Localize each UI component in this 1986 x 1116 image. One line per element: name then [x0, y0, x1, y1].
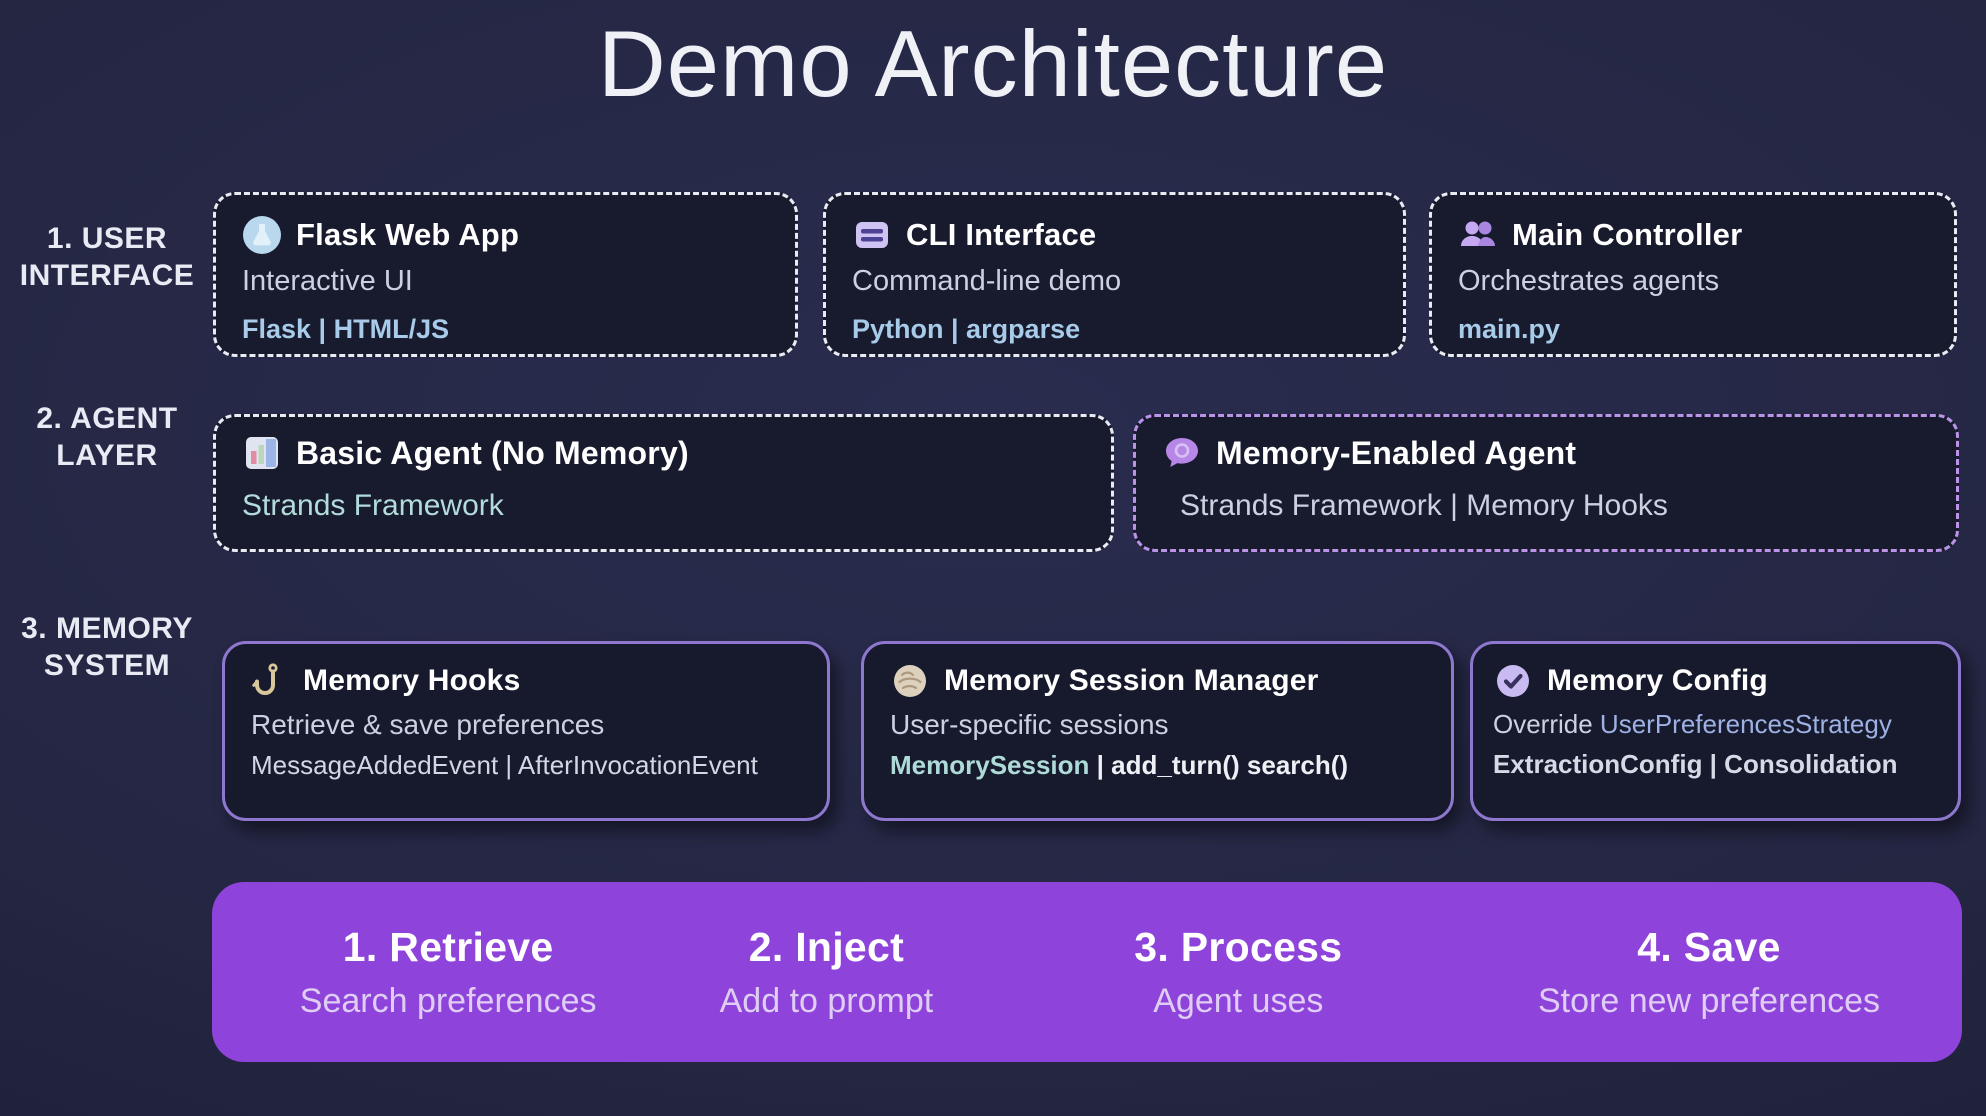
- card-flask-web-app: Flask Web App Interactive UI Flask | HTM…: [213, 192, 798, 357]
- memory-hooks-icon: [251, 661, 289, 701]
- layer-label-user-interface: 1. USER INTERFACE: [12, 220, 202, 294]
- card-memory-session-manager: Memory Session Manager User-specific ses…: [861, 641, 1454, 821]
- card-tech: main.py: [1458, 314, 1561, 344]
- flow-step-title: 1. Retrieve: [342, 923, 554, 970]
- card-basic-agent: Basic Agent (No Memory) Strands Framewor…: [213, 414, 1114, 552]
- card-main-controller: Main Controller Orchestrates agents main…: [1429, 192, 1957, 357]
- card-subtitle: Interactive UI: [242, 265, 413, 297]
- cli-interface-icon: [852, 215, 892, 255]
- card-subtitle: Command-line demo: [852, 265, 1122, 297]
- basic-agent-icon: [242, 433, 282, 473]
- flow-step-inject: 2. Inject Add to prompt: [658, 924, 994, 1021]
- flow-step-title: 2. Inject: [748, 923, 905, 970]
- flow-step-title: 3. Process: [1134, 923, 1343, 970]
- card-subtitle: Orchestrates agents: [1458, 265, 1720, 297]
- card-title: Main Controller: [1512, 217, 1743, 252]
- subtitle-prefix: Override: [1493, 709, 1600, 739]
- memory-agent-icon: [1162, 433, 1202, 473]
- flow-step-process: 3. Process Agent uses: [995, 924, 1483, 1021]
- card-title: CLI Interface: [906, 217, 1097, 252]
- card-memory-hooks: Memory Hooks Retrieve & save preferences…: [222, 641, 830, 821]
- tech-code: MemorySession: [890, 750, 1097, 780]
- card-title: Memory Session Manager: [944, 664, 1319, 697]
- card-title: Memory-Enabled Agent: [1216, 434, 1577, 471]
- flow-step-subtitle: Search preferences: [299, 981, 597, 1020]
- card-memory-config: Memory Config Override UserPreferencesSt…: [1470, 641, 1961, 821]
- flow-step-subtitle: Store new preferences: [1537, 981, 1881, 1020]
- card-tech: Flask | HTML/JS: [242, 314, 450, 344]
- card-tech: Python | argparse: [852, 314, 1081, 344]
- flow-step-save: 4. Save Store new preferences: [1482, 924, 1936, 1021]
- subtitle-code: UserPreferencesStrategy: [1599, 709, 1892, 739]
- card-tech: MessageAddedEvent | AfterInvocationEvent: [251, 750, 758, 780]
- session-manager-icon: [890, 661, 930, 701]
- layer-label-line: SYSTEM: [43, 649, 171, 682]
- layer-label-line: LAYER: [56, 439, 158, 472]
- card-tech: MemorySession | add_turn() search(): [890, 750, 1425, 781]
- card-subtitle: Strands Framework: [242, 489, 504, 522]
- flow-step-subtitle: Agent uses: [1153, 981, 1324, 1020]
- card-subtitle: Retrieve & save preferences: [251, 709, 605, 740]
- memory-flow-bar: 1. Retrieve Search preferences 2. Inject…: [212, 882, 1962, 1062]
- page-title: Demo Architecture: [597, 11, 1389, 116]
- layer-label-line: 3. MEMORY: [21, 612, 193, 645]
- flow-step-retrieve: 1. Retrieve Search preferences: [238, 924, 658, 1021]
- card-memory-enabled-agent: Memory-Enabled Agent Strands Framework |…: [1133, 414, 1959, 552]
- card-title: Flask Web App: [296, 217, 520, 252]
- card-title: Memory Hooks: [303, 664, 521, 697]
- flask-web-app-icon: [242, 215, 282, 255]
- layer-label-line: 2. AGENT: [36, 402, 178, 435]
- card-title: Basic Agent (No Memory): [296, 434, 689, 471]
- flow-step-title: 4. Save: [1637, 923, 1781, 970]
- layer-label-agent-layer: 2. AGENT LAYER: [12, 400, 202, 474]
- memory-config-icon: [1493, 661, 1533, 701]
- main-controller-icon: [1458, 215, 1498, 255]
- layer-label-memory-system: 3. MEMORY SYSTEM: [12, 610, 202, 684]
- card-cli-interface: CLI Interface Command-line demo Python |…: [823, 192, 1406, 357]
- layer-label-line: INTERFACE: [19, 259, 195, 292]
- card-title: Memory Config: [1547, 664, 1768, 697]
- flow-step-subtitle: Add to prompt: [719, 981, 934, 1020]
- card-subtitle: Override UserPreferencesStrategy: [1493, 709, 1938, 740]
- card-subtitle: Strands Framework | Memory Hooks: [1180, 489, 1668, 522]
- card-subtitle: User-specific sessions: [890, 709, 1169, 740]
- tech-rest: | add_turn() search(): [1096, 750, 1349, 780]
- card-tech: ExtractionConfig | Consolidation: [1493, 749, 1898, 779]
- layer-label-line: 1. USER: [46, 222, 168, 255]
